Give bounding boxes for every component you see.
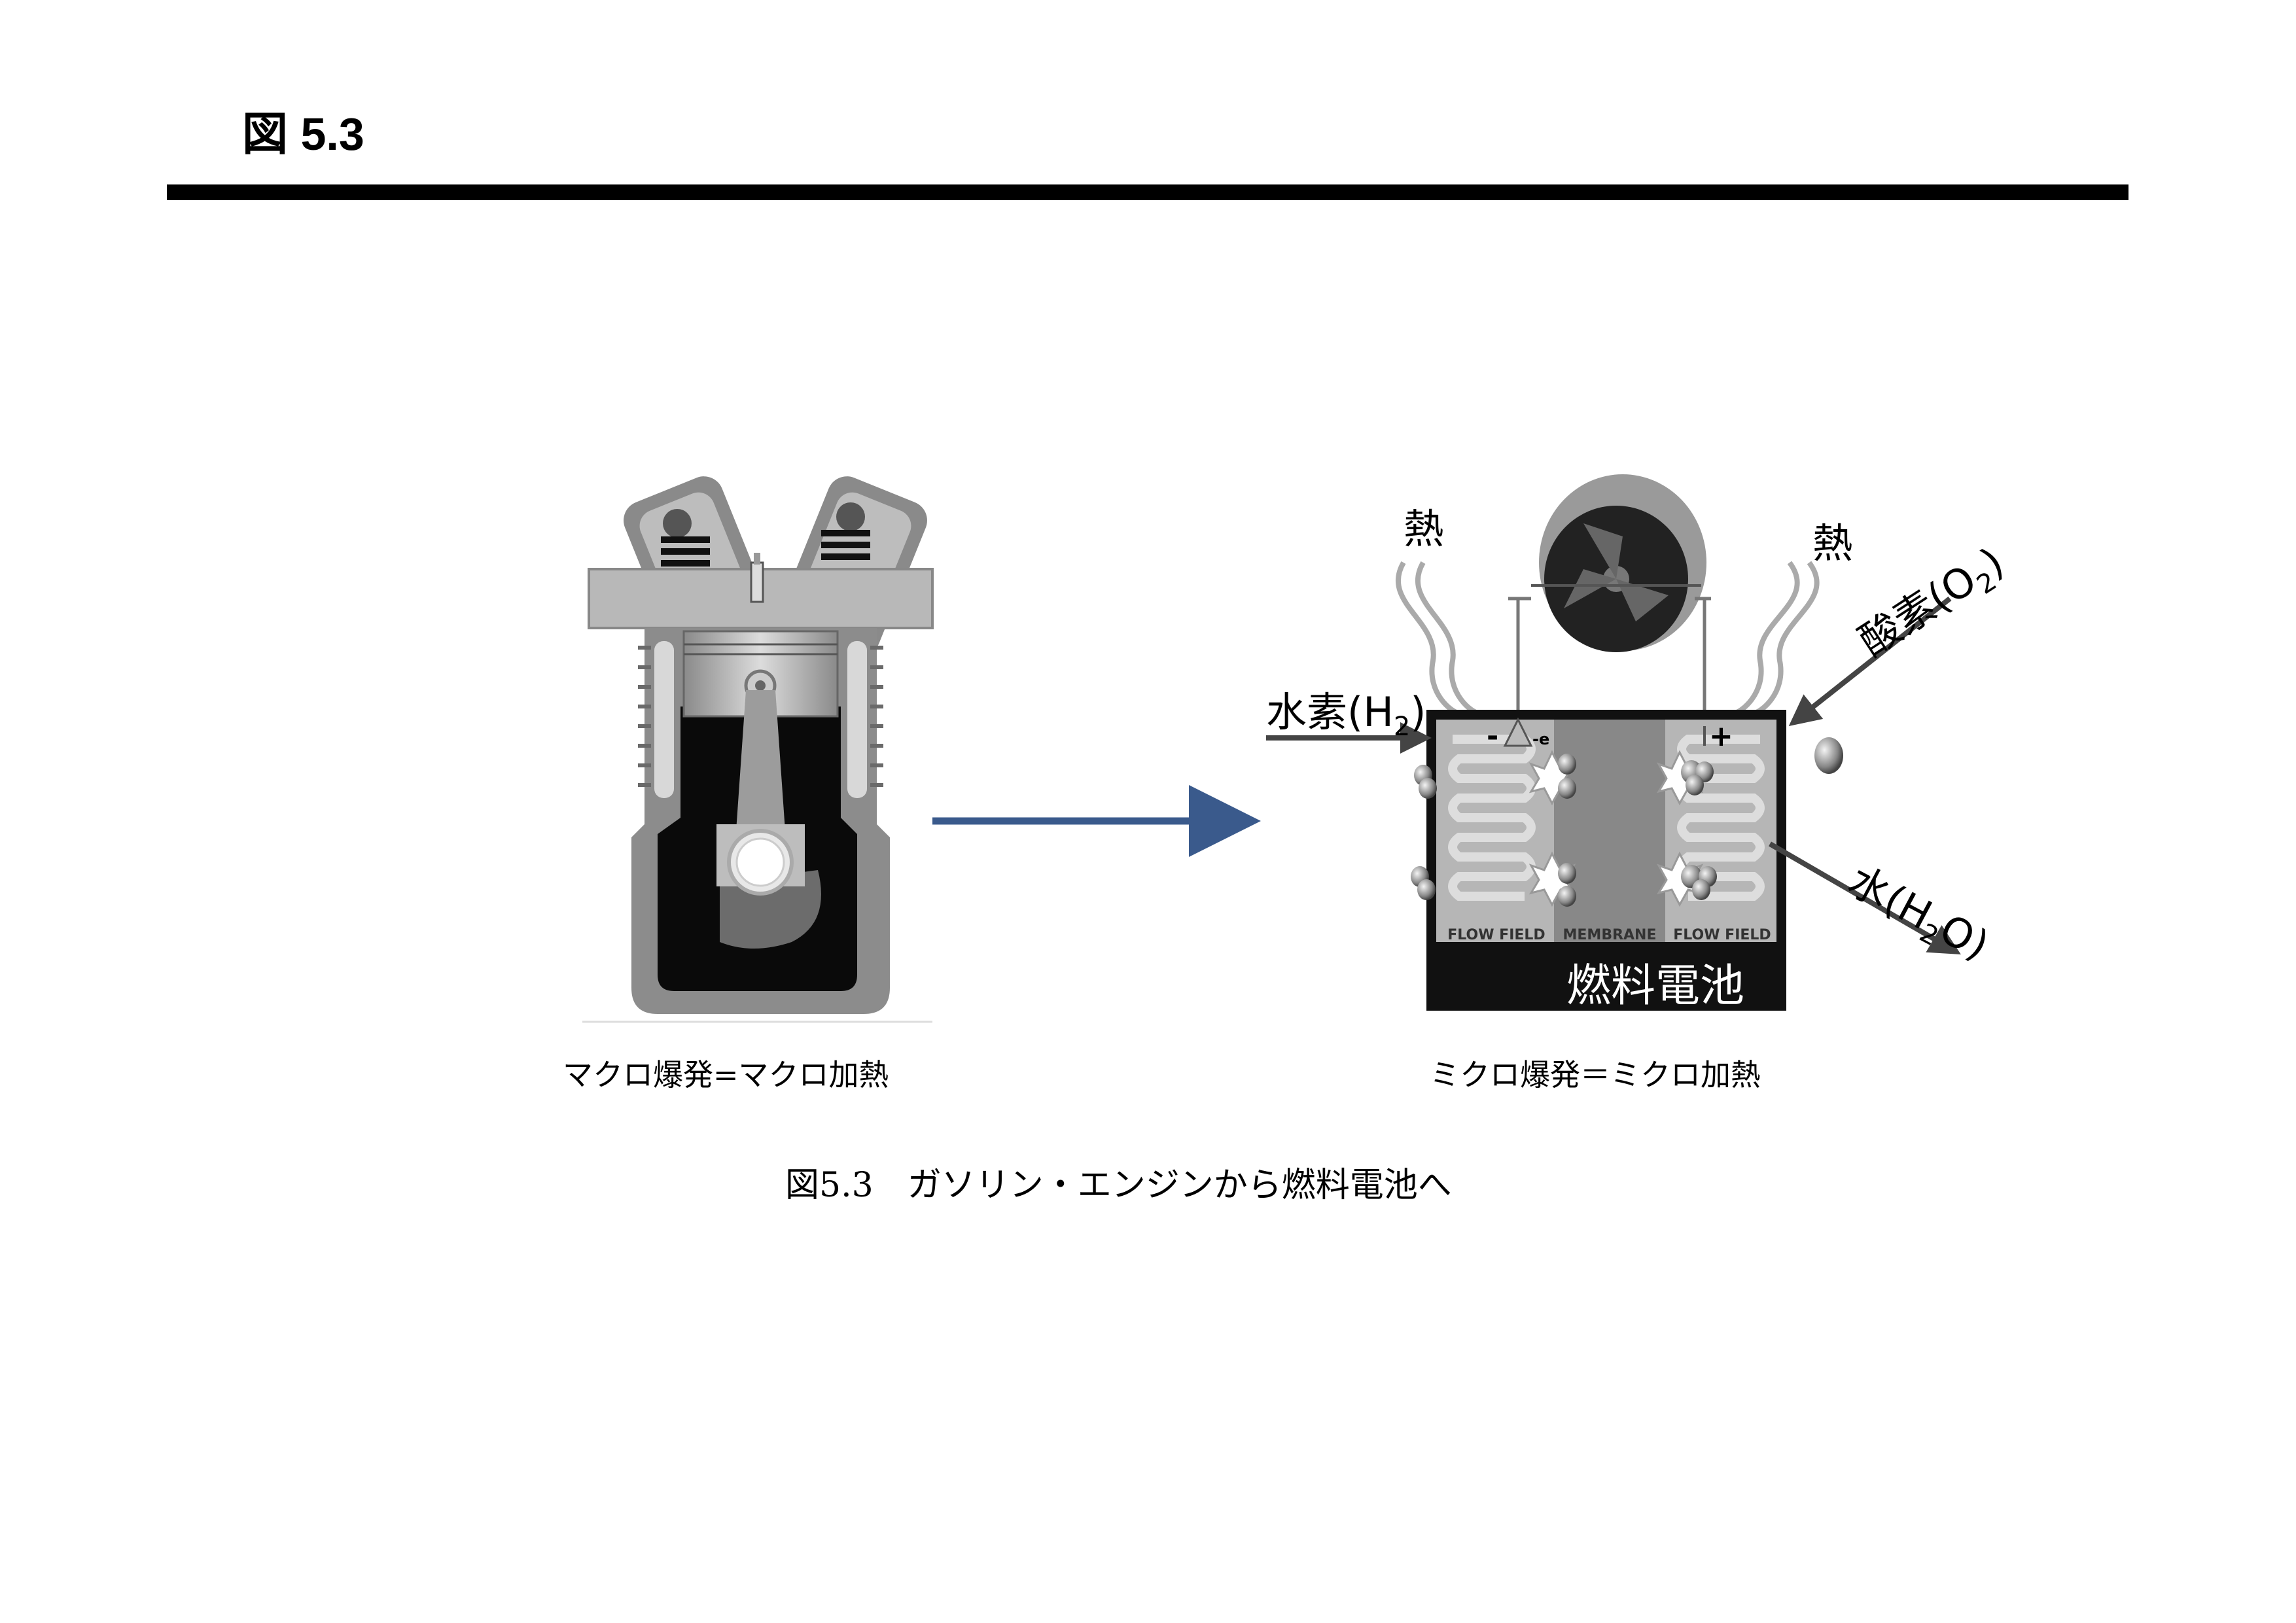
- minus-terminal: -: [1487, 720, 1498, 753]
- engine-illustration: [582, 476, 934, 1023]
- water-label: 水(H2O): [1838, 856, 1997, 975]
- heat-label-left: 熱: [1404, 505, 1444, 553]
- plus-terminal: +: [1709, 720, 1733, 753]
- flow-field-right-label: FLOW FIELD: [1673, 927, 1771, 943]
- molecules: [1411, 737, 1843, 907]
- spark-plug: [750, 553, 764, 603]
- figure-heading: 図 5.3: [242, 109, 364, 160]
- water-arrow: [1768, 841, 1961, 955]
- hydrogen-label: 水素(H2): [1266, 688, 1426, 742]
- oxygen-arrow: [1788, 596, 1952, 726]
- figure-caption: 図5.3 ガソリン・エンジンから燃料電池へ: [785, 1166, 1452, 1205]
- fuel-cell-illustration: [1396, 474, 1843, 1011]
- fuel-cell-caption: ミクロ爆発＝ミクロ加熱: [1430, 1057, 1761, 1092]
- membrane-label: MEMBRANE: [1563, 927, 1657, 943]
- connecting-rod: [736, 690, 785, 831]
- electron-label: -e: [1532, 730, 1549, 748]
- crankshaft: [716, 824, 805, 896]
- flow-field-left-label: FLOW FIELD: [1447, 927, 1545, 943]
- motor-fan-icon: [1531, 474, 1706, 652]
- oxygen-label: 酸素(O2): [1850, 538, 2015, 671]
- fuel-cell-title: 燃料電池: [1566, 960, 1744, 1012]
- heat-label-right: 熱: [1812, 519, 1853, 567]
- cooling-fins: [638, 646, 883, 787]
- heat-waves-right: [1733, 561, 1820, 716]
- engine-caption: マクロ爆発=マクロ加熱: [563, 1057, 889, 1092]
- heat-waves-left: [1396, 561, 1479, 716]
- heading-rule: [167, 184, 2128, 200]
